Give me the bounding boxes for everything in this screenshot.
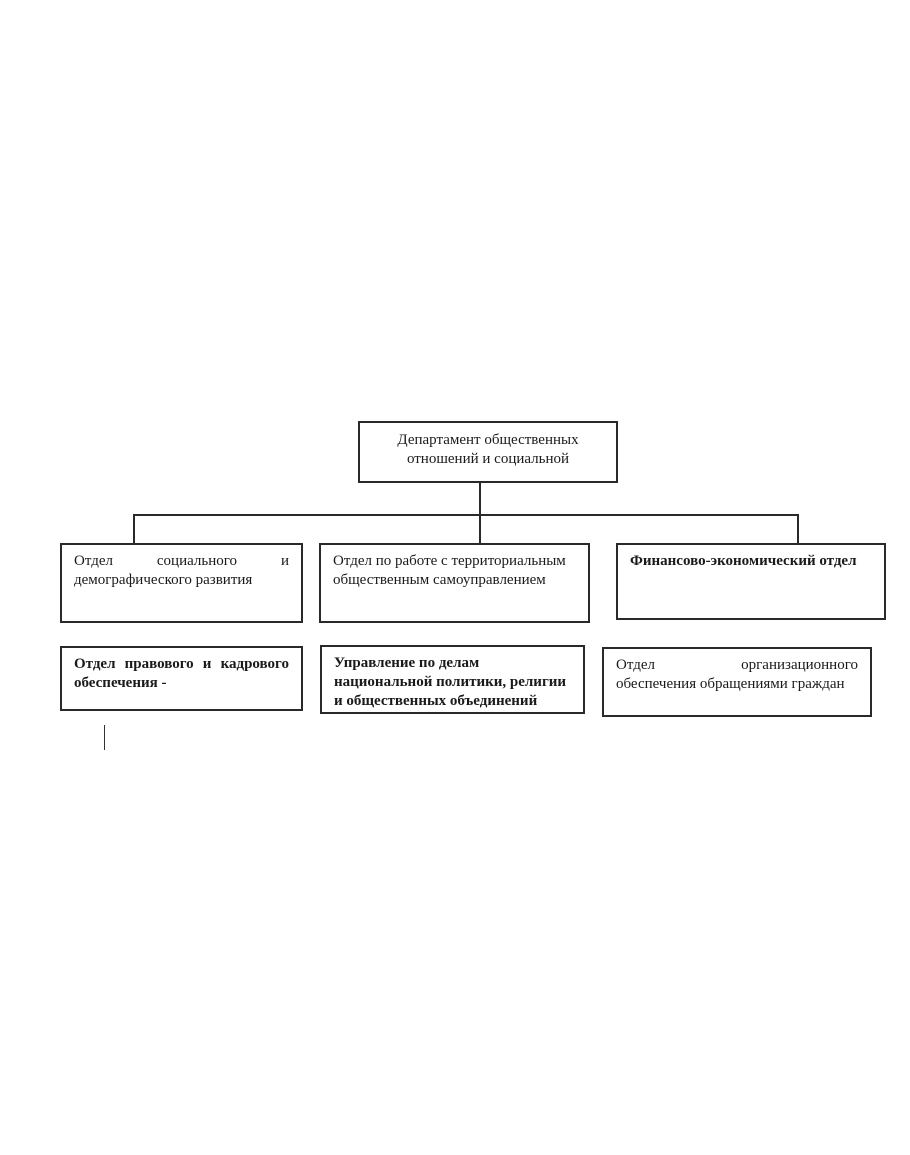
organizational-support-dept-box: Отдел организационного обеспечения обращ… (602, 647, 872, 717)
connector-root-down (479, 483, 481, 515)
text-cursor (104, 725, 105, 750)
legal-personnel-dept-label: Отдел правового и кадрового обеспечения … (74, 656, 289, 691)
organizational-support-dept-label: Отдел организационного обеспечения обращ… (616, 657, 858, 692)
national-policy-dept-box: Управление по делам национальной политик… (320, 645, 585, 714)
social-demographic-dept-box: Отдел социального и демографического раз… (60, 543, 303, 623)
department-label: Департамент общественных отношений и соц… (397, 432, 579, 467)
connector-middle-drop (479, 514, 481, 544)
connector-left-drop (133, 514, 135, 544)
social-demographic-dept-label: Отдел социального и демографического раз… (74, 553, 289, 588)
national-policy-dept-label: Управление по делам национальной политик… (334, 655, 567, 709)
connector-horizontal (133, 514, 799, 516)
connector-right-drop (797, 514, 799, 544)
finance-economic-dept-label: Финансово-экономический отдел (630, 553, 857, 569)
territorial-self-government-dept-box: Отдел по работе с территориальным общест… (319, 543, 590, 623)
legal-personnel-dept-box: Отдел правового и кадрового обеспечения … (60, 646, 303, 711)
territorial-self-government-dept-label: Отдел по работе с территориальным общест… (333, 553, 566, 588)
finance-economic-dept-box: Финансово-экономический отдел (616, 543, 886, 620)
department-box: Департамент общественных отношений и соц… (358, 421, 618, 483)
